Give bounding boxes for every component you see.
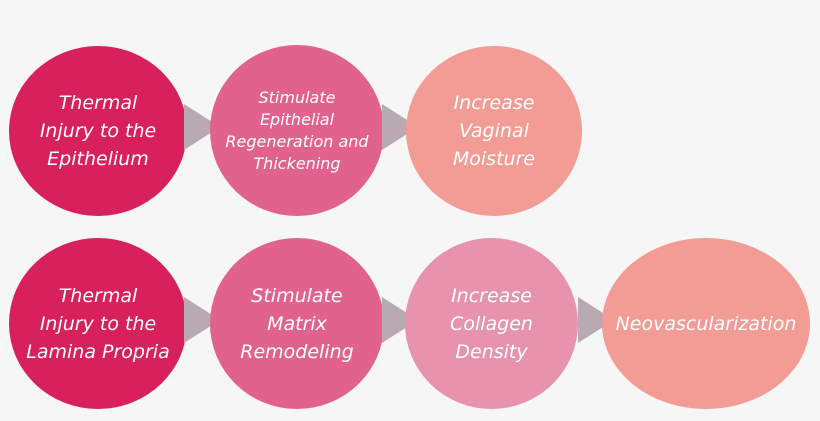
node-label: Increase Collagen Density	[450, 284, 533, 363]
node-increase-vaginal-moisture: Increase Vaginal Moisture	[406, 46, 582, 216]
node-label: Stimulate Matrix Remodeling	[240, 284, 354, 363]
node-label: Increase Vaginal Moisture	[452, 92, 536, 170]
node-label: Stimulate Epithelial Regeneration and Th…	[225, 87, 369, 173]
node-stimulate-epithelial-regeneration: Stimulate Epithelial Regeneration and Th…	[210, 45, 384, 216]
node-thermal-injury-lamina-propria: Thermal Injury to the Lamina Propria	[9, 238, 187, 409]
node-increase-collagen-density: Increase Collagen Density	[405, 238, 578, 409]
node-label: Thermal Injury to the Lamina Propria	[26, 284, 170, 363]
node-label: Neovascularization	[615, 312, 797, 335]
node-neovascularization: Neovascularization	[602, 238, 810, 409]
node-label: Thermal Injury to the Epithelium	[39, 92, 157, 170]
node-stimulate-matrix-remodeling: Stimulate Matrix Remodeling	[210, 238, 384, 409]
node-thermal-injury-epithelium: Thermal Injury to the Epithelium	[9, 46, 187, 216]
